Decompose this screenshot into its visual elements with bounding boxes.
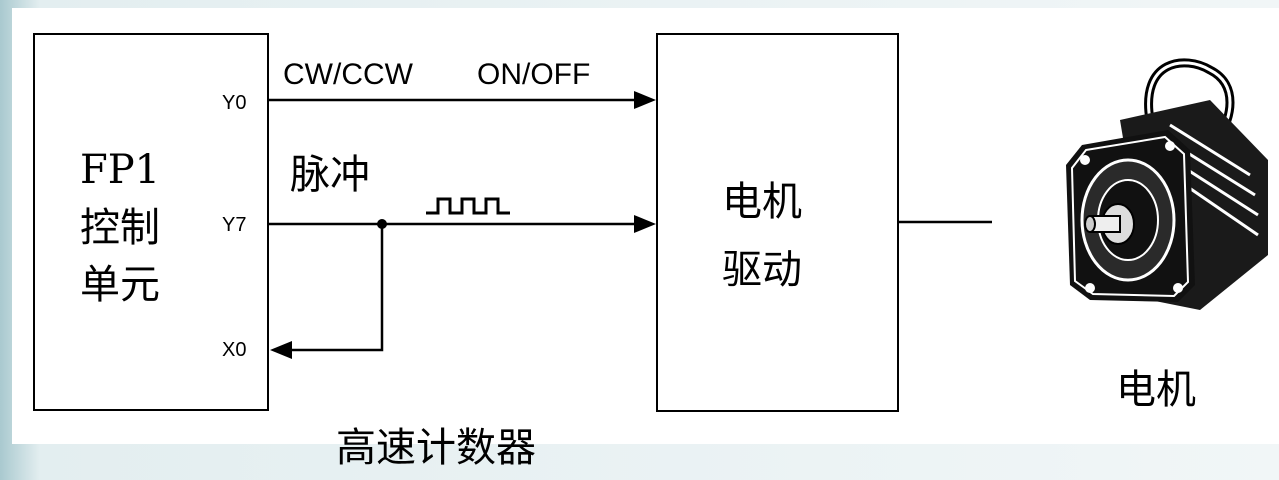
motor-driver-box <box>656 33 899 412</box>
on-off-label: ON/OFF <box>477 58 591 91</box>
stepper-motor-icon <box>1066 58 1268 310</box>
driver-label-line2: 驱动 <box>722 247 802 293</box>
motor-label: 电机 <box>1116 367 1196 413</box>
pin-x0-label: X0 <box>222 339 247 361</box>
feedback-line <box>290 224 384 352</box>
controller-label-line2: 控制 <box>80 205 160 251</box>
pin-y7-label: Y7 <box>222 214 247 236</box>
pin-y0-label: Y0 <box>222 92 247 114</box>
x0-arrowhead <box>270 341 292 359</box>
driver-label-line1: 电机 <box>722 179 802 225</box>
y0-arrowhead <box>634 91 656 109</box>
controller-label-line3: 单元 <box>80 262 160 308</box>
y7-arrowhead <box>634 215 656 233</box>
controller-label-line1: FP1 <box>80 147 161 193</box>
pulse-label: 脉冲 <box>290 152 370 198</box>
high-speed-counter-label: 高速计数器 <box>336 425 536 471</box>
controller-box <box>33 33 269 411</box>
pulse-waveform-icon <box>426 197 510 215</box>
cw-ccw-label: CW/CCW <box>283 58 413 91</box>
